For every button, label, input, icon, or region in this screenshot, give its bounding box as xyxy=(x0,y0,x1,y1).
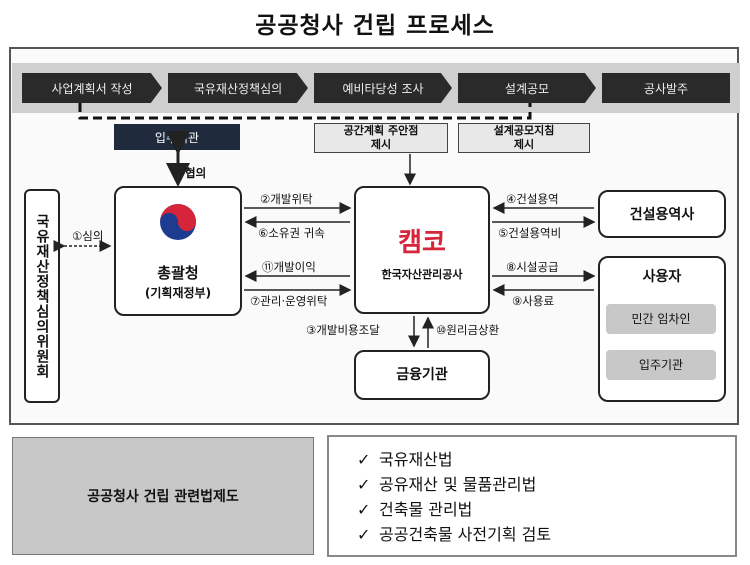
step-business-plan: 사업계획서 작성 xyxy=(22,73,162,103)
finance-node xyxy=(354,350,490,400)
label-repayment: ⑩원리금상환 xyxy=(436,323,500,337)
label-construction-service: ④건설용역 xyxy=(506,192,559,206)
design-guide-note: 설계공모지침 제시 xyxy=(458,123,590,153)
finance-label: 금융기관 xyxy=(396,367,448,383)
kamco-logo-text: 캠코 xyxy=(398,228,446,258)
kamco-node xyxy=(354,186,490,314)
law-item: ✓공유재산 및 물품관리법 xyxy=(357,472,735,497)
label-review: ①심의 xyxy=(72,229,104,243)
contractor-label: 건설용역사 xyxy=(629,207,695,223)
step-policy-review: 국유재산정책심의 xyxy=(168,73,308,103)
law-item: ✓건축물 관리법 xyxy=(357,497,735,522)
law-item: ✓공공건축물 사전기획 검토 xyxy=(357,522,735,547)
law-list: ✓국유재산법 ✓공유재산 및 물품관리법 ✓건축물 관리법 ✓공공건축물 사전기… xyxy=(327,435,737,557)
page-title: 공공청사 건립 프로세스 xyxy=(255,13,495,39)
law-box-title: 공공청사 건립 관련법제도 xyxy=(12,437,314,555)
step-design-contest: 설계공모 xyxy=(458,73,596,103)
check-icon: ✓ xyxy=(357,525,371,544)
step-construction-order: 공사발주 xyxy=(602,73,730,103)
label-facility-supply: ⑧시설공급 xyxy=(506,260,559,274)
contractor-node xyxy=(598,190,726,238)
step-feasibility: 예비타당성 조사 xyxy=(314,73,452,103)
check-icon: ✓ xyxy=(357,450,371,469)
committee-box xyxy=(24,189,60,403)
user-label: 사용자 xyxy=(642,269,682,285)
label-dev-commission: ②개발위탁 xyxy=(260,192,313,206)
label-construction-fee: ⑤건설용역비 xyxy=(498,226,562,240)
check-icon: ✓ xyxy=(357,475,371,494)
label-ownership: ⑥소유권 귀속 xyxy=(258,226,325,240)
occupant-box: 입주기관 xyxy=(606,350,716,380)
label-management: ⑦관리·운영위탁 xyxy=(250,294,328,308)
committee-label: 국유재산정책심의위원회 xyxy=(34,213,50,379)
label-dev-profit: ⑪개발이익 xyxy=(262,260,316,274)
label-usage-fee: ⑨사용료 xyxy=(512,294,555,308)
ministry-subtitle: (기획재정부) xyxy=(144,286,212,300)
ministry-title: 총괄청 xyxy=(157,264,199,282)
check-icon: ✓ xyxy=(357,500,371,519)
kamco-name: 한국자산관리공사 xyxy=(381,268,463,281)
space-plan-note: 공간계획 주안점 제시 xyxy=(314,123,448,153)
private-tenant-box: 민간 임차인 xyxy=(606,304,716,334)
label-dev-funding: ③개발비용조달 xyxy=(306,323,380,337)
label-consult: 협의 xyxy=(185,166,207,180)
korea-emblem-icon xyxy=(158,202,198,242)
law-item: ✓국유재산법 xyxy=(357,447,735,472)
